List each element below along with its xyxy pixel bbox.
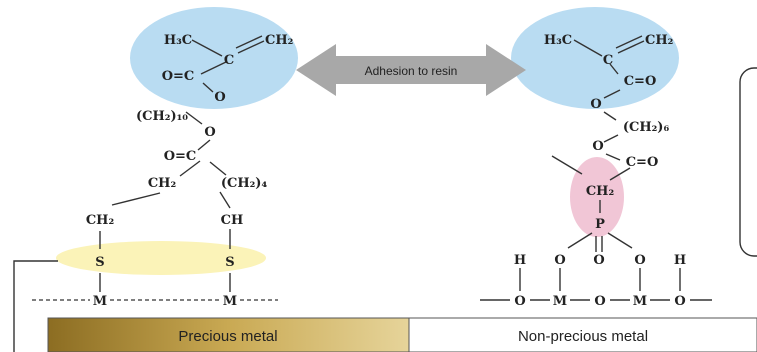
left-ch2-10: (CH₂)₁₀ xyxy=(136,109,188,124)
blue-highlight-left xyxy=(130,7,298,109)
pink-highlight xyxy=(570,157,624,237)
left-ch: CH xyxy=(221,213,244,228)
left-c-top: C xyxy=(224,53,234,68)
left-h3c: H₃C xyxy=(164,33,192,48)
right-base-o3: O xyxy=(674,294,685,309)
blue-highlight-right xyxy=(511,7,679,109)
left-sulfur-2: S xyxy=(225,255,234,270)
non-precious-metal-label: Non-precious metal xyxy=(518,328,648,345)
left-molecule: H₃C CH₂ C O=C O (CH₂)₁₀ O O=C CH₂ (CH₂)₄… xyxy=(32,33,293,309)
right-h2: H xyxy=(674,253,686,268)
side-box xyxy=(739,67,757,257)
left-o-double-c-2: O=C xyxy=(164,149,197,164)
right-base-o1: O xyxy=(514,294,525,309)
precious-metal-bar xyxy=(47,317,410,352)
right-h3c: H₃C xyxy=(544,33,572,48)
right-c-top: C xyxy=(603,53,613,68)
left-ch2-top: CH₂ xyxy=(265,33,293,48)
left-ch2-low: CH₂ xyxy=(86,213,114,228)
arrow-label: Adhesion to resin xyxy=(365,64,458,78)
left-metal-1: M xyxy=(93,294,107,309)
non-precious-metal-bar xyxy=(408,317,757,352)
left-o1: O xyxy=(214,90,225,105)
left-o-double-c: O=C xyxy=(162,69,195,84)
left-metal-2: M xyxy=(223,294,237,309)
left-ch2-branch: CH₂ xyxy=(148,176,176,191)
right-c-double-o-2: C=O xyxy=(626,155,659,170)
right-o-a: O xyxy=(554,253,565,268)
left-sulfur-1: S xyxy=(95,255,104,270)
precious-metal-label: Precious metal xyxy=(178,328,277,345)
yellow-highlight xyxy=(56,241,266,275)
right-base-m1: M xyxy=(553,294,567,309)
left-connector-line xyxy=(13,260,58,352)
right-o2: O xyxy=(592,139,603,154)
right-phosphorus: P xyxy=(595,217,605,232)
right-h1: H xyxy=(514,253,526,268)
right-base-o2: O xyxy=(594,294,605,309)
right-o1: O xyxy=(590,97,601,112)
right-base-m2: M xyxy=(633,294,647,309)
right-o-c: O xyxy=(634,253,645,268)
left-o2: O xyxy=(204,125,215,140)
right-ch2-top: CH₂ xyxy=(645,33,673,48)
right-ch2-6: (CH₂)₆ xyxy=(623,120,670,135)
adhesion-double-arrow xyxy=(296,44,526,96)
left-ch2-4: (CH₂)₄ xyxy=(221,176,268,191)
right-molecule: H₃C CH₂ C C=O O (CH₂)₆ O C=O CH₂ P H O O… xyxy=(480,33,712,309)
right-ch2-phos: CH₂ xyxy=(586,184,614,199)
right-o-b: O xyxy=(593,253,604,268)
right-c-double-o: C=O xyxy=(624,74,657,89)
